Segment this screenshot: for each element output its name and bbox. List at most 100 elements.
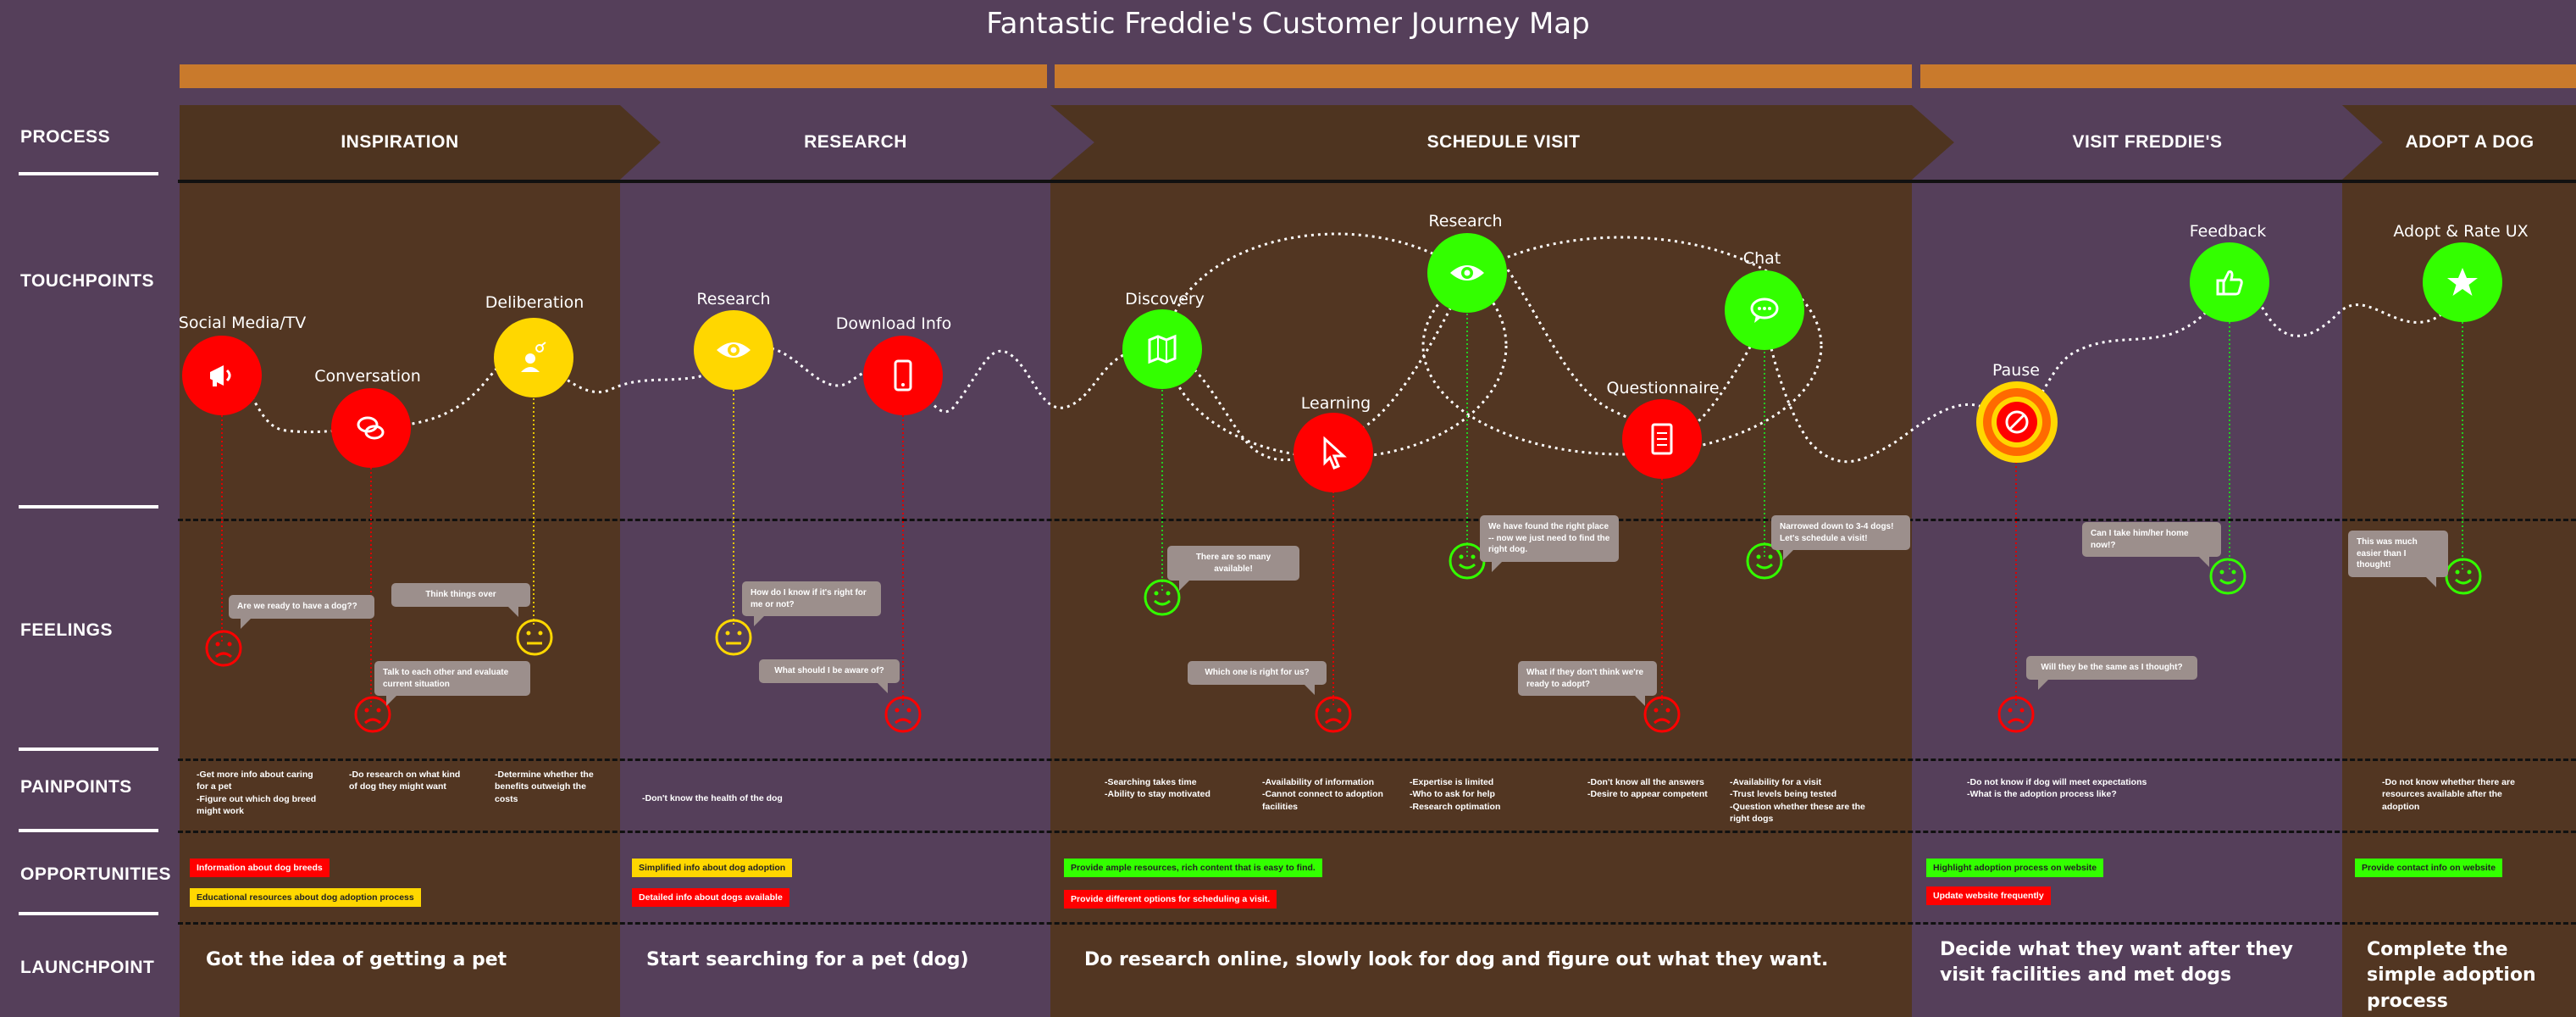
- cursor-icon[interactable]: [1294, 413, 1373, 492]
- touchpoint-label: Questionnaire: [1606, 379, 1720, 397]
- launchpoint-text: Decide what they want after they visit f…: [1940, 939, 2294, 986]
- row-separator: [178, 180, 2576, 183]
- sad-face-icon: [1643, 696, 1681, 733]
- painpoint-text: -Get more info about caring for a pet -F…: [197, 770, 317, 817]
- chat-bubbles-icon[interactable]: [331, 388, 411, 468]
- stage-schedule-visit: SCHEDULE VISIT: [1426, 132, 1581, 152]
- feeling-bubble: What if they don't think we're ready to …: [1518, 661, 1657, 706]
- painpoint-text: -Don't know all the answers -Desire to a…: [1587, 777, 1708, 800]
- process-arrow-visit: [1912, 105, 2383, 180]
- eye-icon[interactable]: [1427, 233, 1507, 313]
- touchpoint-label: Social Media/TV: [178, 314, 307, 332]
- touchpoint-label: Pause: [1992, 361, 2040, 380]
- phone-icon[interactable]: [863, 336, 943, 415]
- person-thinking-icon[interactable]: [494, 318, 573, 397]
- stage-inspiration: INSPIRATION: [341, 132, 459, 152]
- painpoint-text: -Expertise is limited -Who to ask for he…: [1410, 777, 1501, 812]
- touchpoint-label: Feedback: [2189, 222, 2267, 241]
- opportunity-tag: Highlight adoption process on website: [1926, 859, 2104, 877]
- feeling-bubble: Talk to each other and evaluate current …: [374, 661, 530, 706]
- row-label-process: PROCESS: [20, 127, 111, 147]
- opportunity-tag: Provide different options for scheduling…: [1064, 890, 1277, 909]
- row-separator: [178, 759, 2576, 761]
- phase-bar-2: [1055, 64, 1912, 88]
- launchpoint-text: Complete the simple adoption process: [2367, 939, 2536, 1012]
- feeling-bubble: Which one is right for us?: [1188, 661, 1327, 694]
- sad-face-icon: [1997, 696, 2035, 733]
- launchpoint-text: Start searching for a pet (dog): [646, 949, 969, 970]
- feeling-bubble: Are we ready to have a dog??: [229, 595, 374, 628]
- touchpoint-label: Conversation: [314, 367, 421, 386]
- sad-face-icon: [354, 696, 391, 733]
- row-separator: [178, 922, 2576, 925]
- painpoint-text: -Searching takes time -Ability to stay m…: [1105, 777, 1210, 800]
- divider: [19, 172, 158, 175]
- row-label-touchpoints: TOUCHPOINTS: [20, 271, 154, 291]
- touchpoint-label: Research: [696, 290, 771, 308]
- process-arrows: [180, 105, 2576, 180]
- row-label-feelings: FEELINGS: [20, 620, 114, 640]
- painpoint-text: -Don't know the health of the dog: [642, 793, 783, 803]
- touchpoint-label: Discovery: [1125, 290, 1205, 308]
- star-icon[interactable]: [2423, 242, 2502, 322]
- feeling-bubble: There are so many available!: [1167, 546, 1299, 591]
- feeling-bubble: Think things over: [391, 583, 530, 616]
- cluster-loop-right: [1421, 236, 1823, 456]
- neutral-face-icon: [516, 619, 553, 656]
- thumbs-up-icon[interactable]: [2190, 242, 2269, 322]
- phase-bar-3: [1920, 64, 2576, 88]
- happy-face-icon: [1144, 579, 1181, 616]
- document-icon[interactable]: [1622, 399, 1702, 479]
- painpoint-text: -Do not know if dog will meet expectatio…: [1967, 777, 2147, 800]
- launchpoint-text: Do research online, slowly look for dog …: [1084, 949, 1829, 970]
- row-separator: [178, 519, 2576, 521]
- process-arrow-research: [620, 105, 1094, 180]
- opportunity-tag: Detailed info about dogs available: [632, 888, 789, 907]
- divider: [19, 505, 158, 508]
- page-title: Fantastic Freddie's Customer Journey Map: [986, 7, 1590, 41]
- happy-face-icon: [2209, 558, 2246, 595]
- cluster-loop-left: [1166, 232, 1508, 459]
- feeling-bubble: What should I be aware of?: [759, 659, 900, 692]
- divider: [19, 829, 158, 832]
- megaphone-icon[interactable]: [182, 336, 262, 415]
- touchpoint-label: Adopt & Rate UX: [2393, 222, 2529, 241]
- stage-research: RESEARCH: [804, 132, 907, 152]
- opportunity-tag: Update website frequently: [1926, 886, 2051, 905]
- stage-visit-freddies: VISIT FREDDIE'S: [2072, 132, 2223, 152]
- chat-bubble-icon[interactable]: [1725, 270, 1804, 350]
- feeling-bubble: This was much easier than I thought!: [2348, 531, 2448, 586]
- no-sign-icon[interactable]: [1976, 381, 2058, 463]
- divider: [19, 747, 158, 751]
- sad-face-icon: [884, 696, 922, 733]
- touchpoint-label: Download Info: [835, 314, 952, 333]
- touchpoint-label: Learning: [1300, 394, 1371, 413]
- painpoint-text: -Do not know whether there are resources…: [2382, 777, 2515, 812]
- feeling-bubble: Will they be the same as I thought?: [2026, 656, 2197, 689]
- painpoint-text: -Availability for a visit -Trust levels …: [1730, 777, 1865, 825]
- row-label-painpoints: PAINPOINTS: [20, 777, 132, 797]
- touchpoint-label: Chat: [1742, 249, 1781, 268]
- opportunity-tag: Educational resources about dog adoption…: [190, 888, 421, 907]
- opportunity-tag: Provide contact info on website: [2355, 859, 2503, 877]
- process-arrow-adopt: [2342, 105, 2576, 180]
- process-arrow-schedule: [1050, 105, 1954, 180]
- feeling-bubble: Can I take him/her home now!?: [2082, 522, 2221, 567]
- eye-icon[interactable]: [694, 310, 773, 390]
- map-icon[interactable]: [1122, 309, 1202, 389]
- touchpoint-label: Research: [1428, 212, 1503, 231]
- launchpoint-text: Got the idea of getting a pet: [206, 949, 507, 970]
- neutral-face-icon: [715, 619, 752, 656]
- phase-bar-1: [180, 64, 1047, 88]
- painpoint-text: -Do research on what kind of dog they mi…: [349, 770, 461, 792]
- row-label-opportunities: OPPORTUNITIES: [20, 864, 172, 884]
- feeling-bubble: How do I know if it's right for me or no…: [742, 581, 881, 626]
- opportunity-tag: Provide ample resources, rich content th…: [1064, 859, 1322, 877]
- happy-face-icon: [1746, 542, 1783, 580]
- row-separator: [178, 831, 2576, 833]
- row-label-launchpoint: LAUNCHPOINT: [20, 958, 155, 977]
- opportunity-tag: Information about dog breeds: [190, 859, 330, 877]
- painpoint-text: -Availability of information -Cannot con…: [1262, 777, 1383, 812]
- divider: [19, 912, 158, 915]
